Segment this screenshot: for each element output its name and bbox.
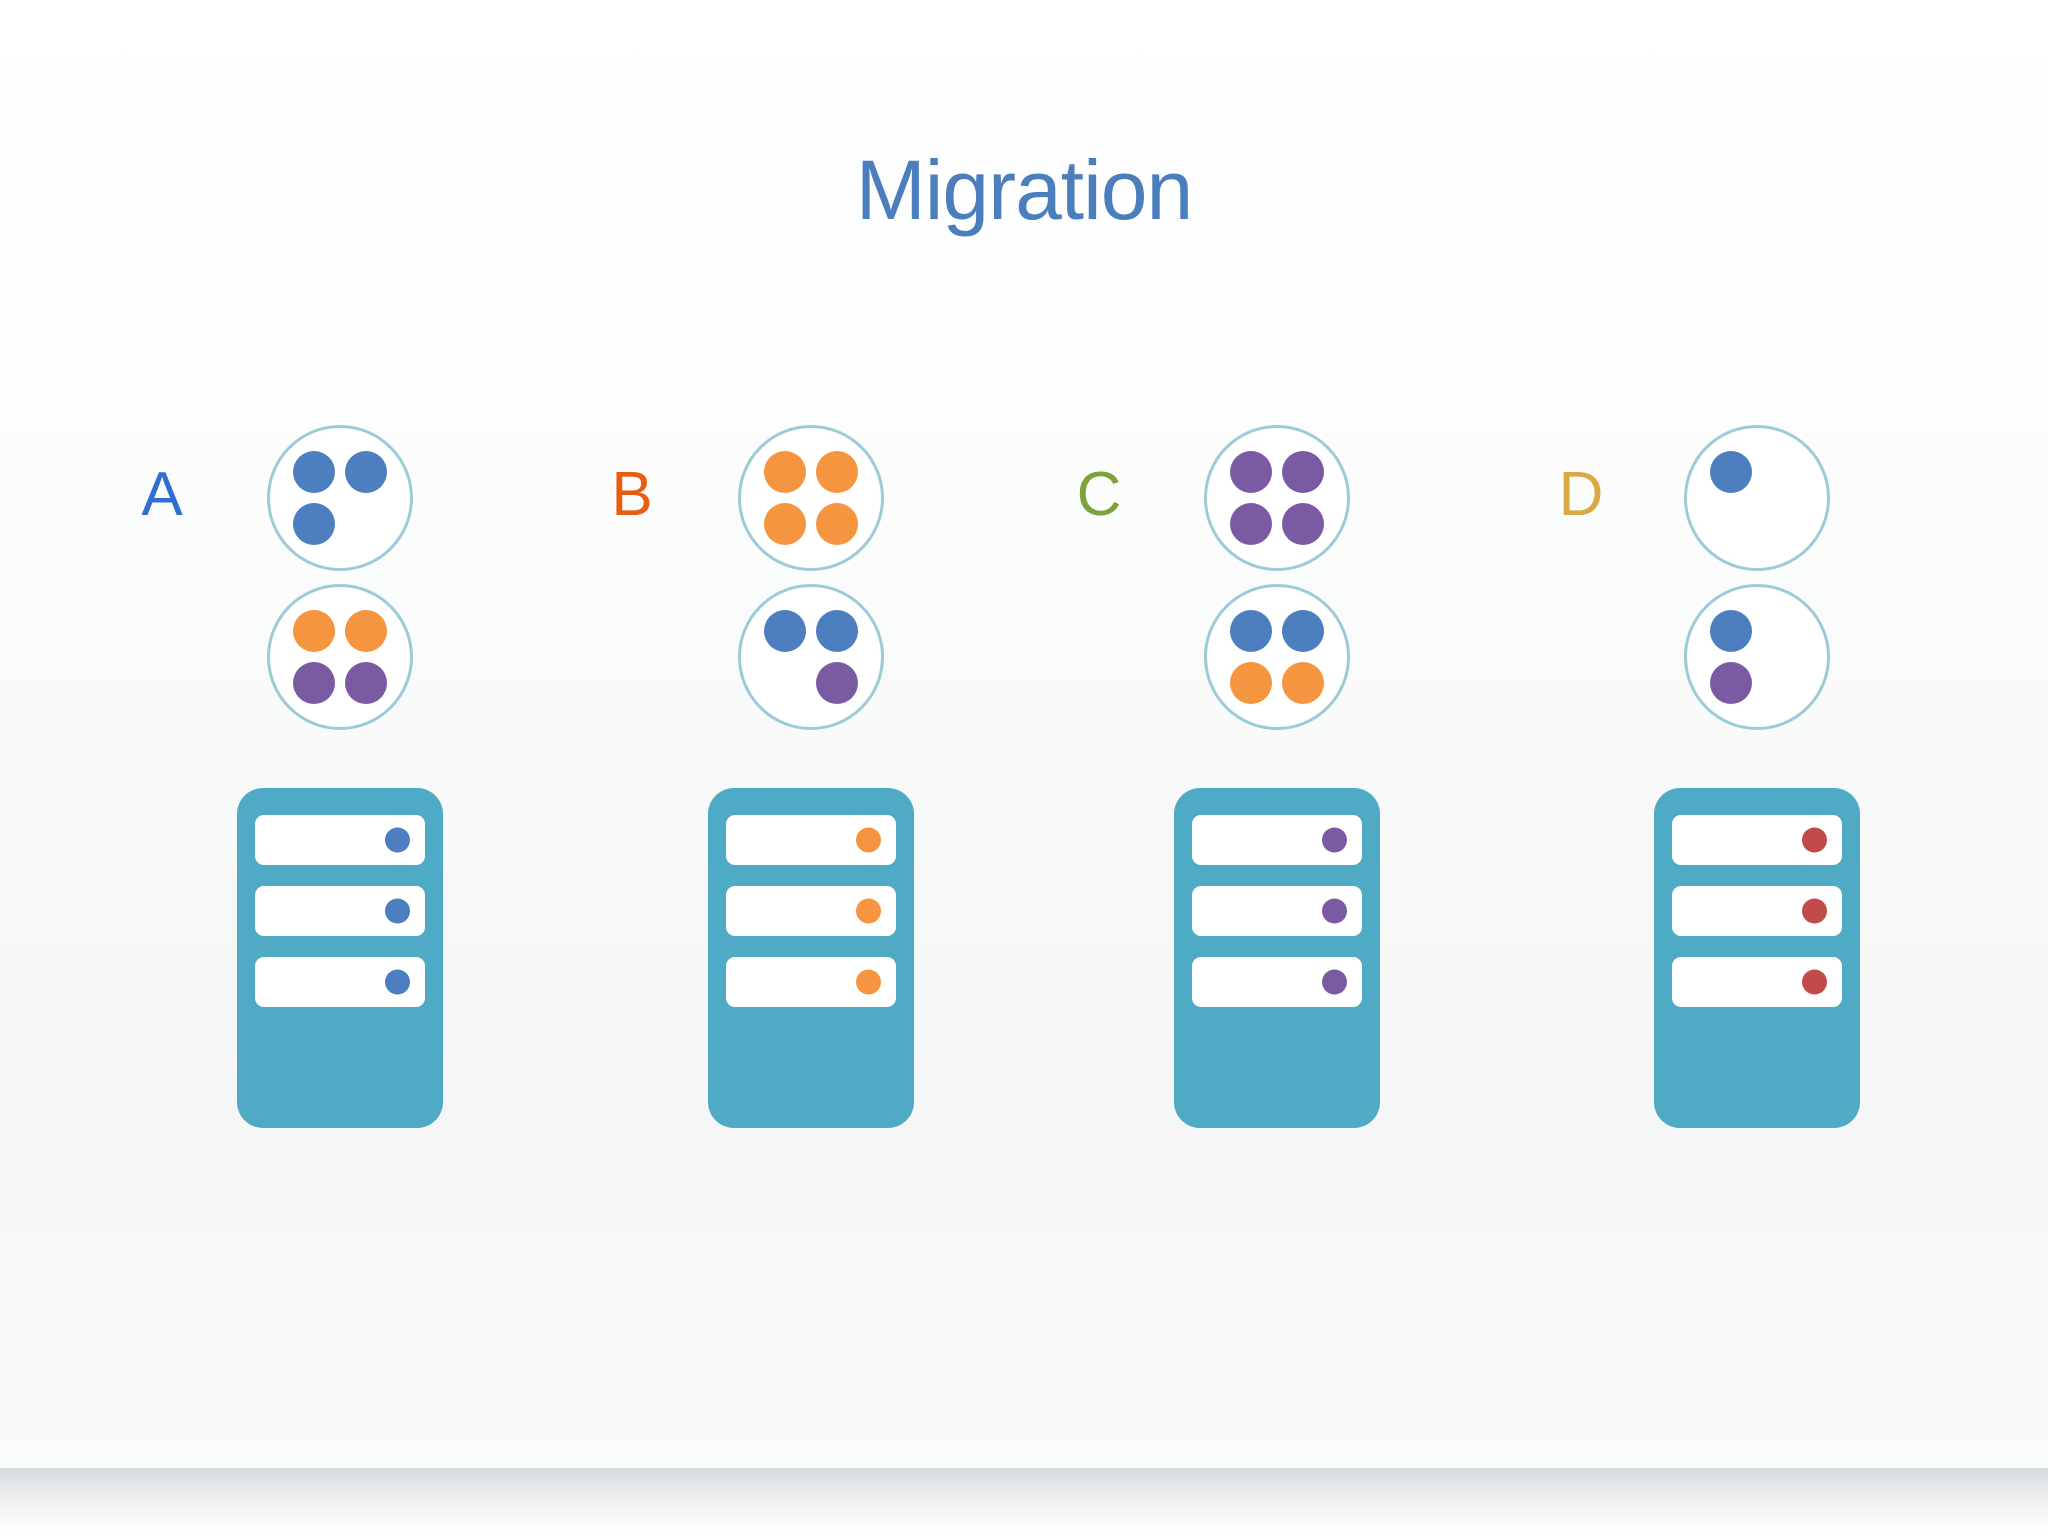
vm-cluster-circle: [1684, 425, 1830, 571]
group-label-b: B: [611, 460, 653, 529]
server-bay: [726, 815, 896, 865]
vm-dot: [345, 610, 387, 652]
vm-dot: [1282, 662, 1324, 704]
vm-cluster-circle: [1684, 584, 1830, 730]
vm-dot: [345, 662, 387, 704]
vm-dot: [1230, 610, 1272, 652]
vm-dot: [293, 662, 335, 704]
server-bay: [726, 957, 896, 1007]
server-bay-led: [856, 898, 881, 924]
vm-dot: [293, 610, 335, 652]
vm-dot: [764, 503, 806, 545]
vm-dot: [293, 451, 335, 493]
server-bay-led: [856, 969, 881, 995]
footer-bar: [0, 1468, 2048, 1536]
server-bay-led: [385, 827, 410, 853]
server-bay: [255, 815, 425, 865]
vm-dot: [816, 503, 858, 545]
vm-cluster-circle: [738, 584, 884, 730]
server-bay: [1192, 886, 1362, 936]
vm-dot: [1282, 503, 1324, 545]
vm-dot: [1230, 662, 1272, 704]
vm-dot: [1282, 451, 1324, 493]
server-bay-led: [385, 898, 410, 924]
vm-dot: [1710, 610, 1752, 652]
server-bay: [1672, 886, 1842, 936]
vm-dot: [1710, 662, 1752, 704]
vm-dot: [816, 451, 858, 493]
server-bay-led: [1322, 827, 1347, 853]
server-bay-led: [1802, 827, 1827, 853]
vm-cluster-circle: [1204, 425, 1350, 571]
vm-cluster-circle: [738, 425, 884, 571]
vm-dot: [764, 451, 806, 493]
vm-cluster-circle: [267, 425, 413, 571]
server-bay: [1672, 957, 1842, 1007]
server-bay: [1192, 957, 1362, 1007]
server-bay-led: [1802, 969, 1827, 995]
server-bay-led: [1802, 898, 1827, 924]
server-icon: [1654, 788, 1860, 1128]
group-label-d: D: [1558, 460, 1604, 529]
group-label-a: A: [141, 460, 183, 529]
server-icon: [1174, 788, 1380, 1128]
vm-dot: [293, 503, 335, 545]
page-title: Migration: [855, 143, 1193, 237]
vm-dot: [1710, 451, 1752, 493]
vm-cluster-circle: [1204, 584, 1350, 730]
vm-dot: [764, 610, 806, 652]
server-bay: [255, 886, 425, 936]
vm-cluster-circle: [267, 584, 413, 730]
server-icon: [237, 788, 443, 1128]
server-bay-led: [856, 827, 881, 853]
server-bay-led: [1322, 969, 1347, 995]
vm-dot: [816, 662, 858, 704]
server-bay-led: [1322, 898, 1347, 924]
vm-dot: [1230, 503, 1272, 545]
server-bay: [726, 886, 896, 936]
server-bay: [1672, 815, 1842, 865]
vm-dot: [345, 451, 387, 493]
vm-dot: [1230, 451, 1272, 493]
server-bay: [1192, 815, 1362, 865]
vm-dot: [1282, 610, 1324, 652]
server-bay: [255, 957, 425, 1007]
server-bay-led: [385, 969, 410, 995]
vm-dot: [816, 610, 858, 652]
group-label-c: C: [1076, 460, 1122, 529]
server-icon: [708, 788, 914, 1128]
